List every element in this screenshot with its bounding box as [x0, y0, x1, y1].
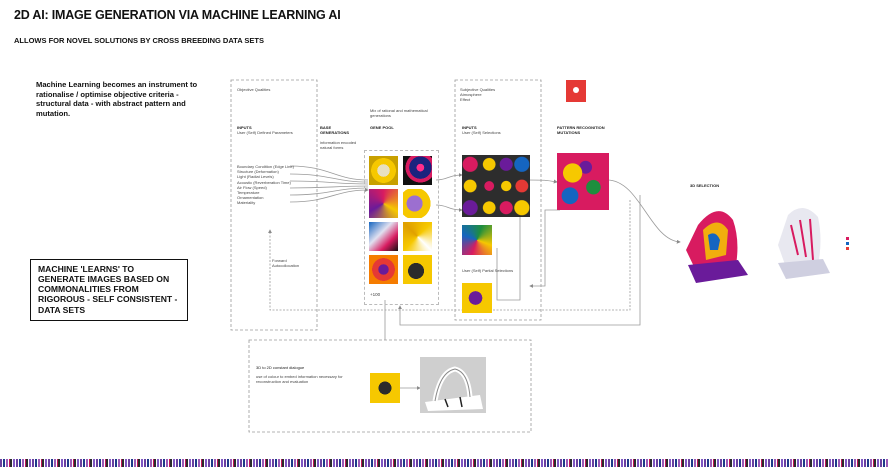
gene-pool-title: GENE POOL	[370, 125, 394, 130]
3d-forms-image	[686, 207, 849, 283]
subjective-inputs-sub: User (Self) Selections	[462, 130, 501, 135]
gene-tile	[369, 156, 398, 185]
parameter-item: Ornamentation	[237, 195, 264, 201]
callout-box: MACHINE 'LEARNS' TO GENERATE IMAGES BASE…	[30, 259, 188, 321]
gene-tile	[369, 189, 398, 218]
gene-tile	[403, 189, 432, 218]
brand-logo-icon	[566, 80, 586, 102]
page-title: 2D AI: IMAGE GENERATION VIA MACHINE LEAR…	[14, 8, 341, 22]
base-sub: information encoded natural forms	[320, 140, 357, 151]
subjective-sub-1: Atmosphere	[460, 92, 482, 97]
parameter-item: Air Flow (Speed)	[237, 184, 267, 190]
parameter-item: Acoustic (Reverberation Time)	[237, 179, 291, 185]
pattern-image	[557, 153, 609, 210]
partial-selection-label: User (Self) Partial Selections	[462, 268, 514, 273]
3d-render-image	[420, 357, 486, 413]
feedback-label: Forward Autocollocation	[272, 258, 300, 269]
objective-heading: Objective Qualities	[237, 87, 271, 92]
objective-inputs-title: INPUTS	[237, 125, 252, 130]
dialogue-tile	[370, 373, 400, 403]
gene-tile	[403, 222, 432, 251]
decorative-stripe	[0, 459, 888, 467]
dialogue-text: use of colour to embed information neces…	[256, 374, 343, 385]
subjective-sub-2: Effect	[460, 97, 471, 102]
gene-tile	[369, 222, 398, 251]
parameter-item: Materiality	[237, 200, 256, 206]
subjective-heading: Subjective Qualities	[460, 87, 496, 92]
parameter-item: Temperature	[237, 189, 260, 195]
parameter-list: Boundary Condition (Edge Line) Structure…	[237, 164, 297, 206]
selection-grid	[462, 155, 530, 217]
gene-tile	[403, 156, 432, 185]
selection-tile	[462, 225, 492, 255]
selection3d-title: 3D SELECTION	[690, 183, 720, 188]
partial-selection-tile	[462, 283, 492, 313]
parameter-item: Boundary Condition (Edge Line)	[237, 164, 294, 169]
gene-tile	[369, 255, 398, 284]
pattern-title: PATTERN RECOGNITION MUTATIONS	[557, 125, 605, 136]
gene-tile	[403, 255, 432, 284]
parameter-item: Structure (Deformation)	[237, 169, 279, 175]
intro-text: Machine Learning becomes an instrument t…	[36, 80, 198, 119]
subjective-inputs-title: INPUTS	[462, 125, 477, 130]
gene-pool-frame	[364, 150, 439, 305]
objective-inputs-sub: User (Self) Defined Parameters	[237, 130, 293, 135]
parameter-item: Light (Radiat Levels)	[237, 174, 274, 180]
gene-pool-count: +100	[370, 292, 381, 297]
page-subtitle: ALLOWS FOR NOVEL SOLUTIONS BY CROSS BREE…	[14, 36, 265, 45]
gene-pool-note: Mix of rational and mathematical generat…	[370, 108, 428, 119]
base-title: BASE GENERATIONS	[320, 125, 350, 136]
dialogue-title: 3D to 2D constant dialogue	[256, 365, 305, 370]
